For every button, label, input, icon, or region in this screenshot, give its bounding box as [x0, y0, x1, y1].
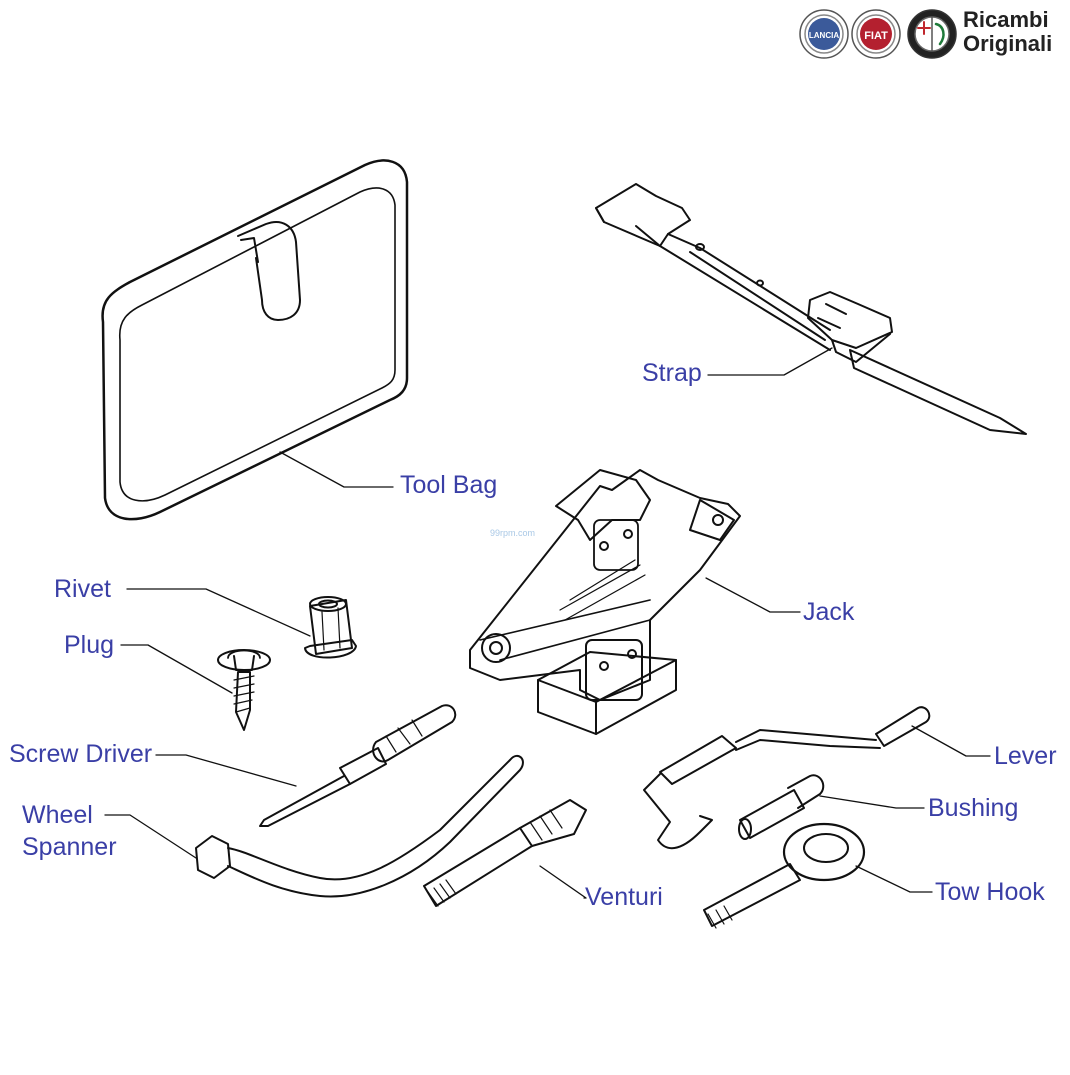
fiat-logo: FIAT — [851, 9, 901, 59]
plug-drawing — [217, 649, 271, 731]
jack-drawing — [469, 469, 741, 735]
lever-drawing — [643, 706, 931, 850]
label-wheel-spanner-line-2: Spanner — [22, 833, 117, 861]
label-screw-driver: Screw Driver — [9, 740, 153, 768]
label-wheel-spanner-line-1: Wheel — [22, 801, 93, 829]
label-tool-bag: Tool Bag — [400, 471, 498, 499]
tow-hook-drawing — [703, 822, 866, 929]
watermark: 99rpm.com — [490, 528, 536, 538]
screw-driver-drawing — [259, 704, 457, 827]
brand-line-1: Ricambi — [963, 7, 1049, 32]
brand-wordmark: Ricambi Originali — [963, 8, 1052, 56]
label-tow-hook: Tow Hook — [935, 878, 1045, 906]
leader-lines — [104, 347, 991, 899]
label-strap: Strap — [642, 359, 702, 387]
label-plug: Plug — [64, 631, 115, 659]
label-jack: Jack — [803, 598, 855, 626]
wheel-spanner-drawing — [195, 754, 524, 898]
lancia-logo: LANCIA — [799, 9, 849, 59]
tool-bag-drawing — [101, 159, 409, 521]
svg-text:FIAT: FIAT — [864, 30, 888, 42]
label-rivet: Rivet — [54, 575, 111, 603]
label-venturi: Venturi — [585, 883, 663, 911]
venturi-drawing — [423, 799, 587, 907]
bushing-drawing — [738, 774, 825, 840]
brand-logos: LANCIA FIAT — [799, 9, 957, 59]
brand-line-2: Originali — [963, 31, 1053, 56]
rivet-drawing — [304, 596, 357, 659]
alfa-romeo-logo — [907, 9, 957, 59]
strap-drawing — [595, 183, 1027, 435]
label-bushing: Bushing — [928, 794, 1019, 822]
label-lever: Lever — [994, 742, 1057, 770]
svg-text:LANCIA: LANCIA — [809, 31, 839, 40]
